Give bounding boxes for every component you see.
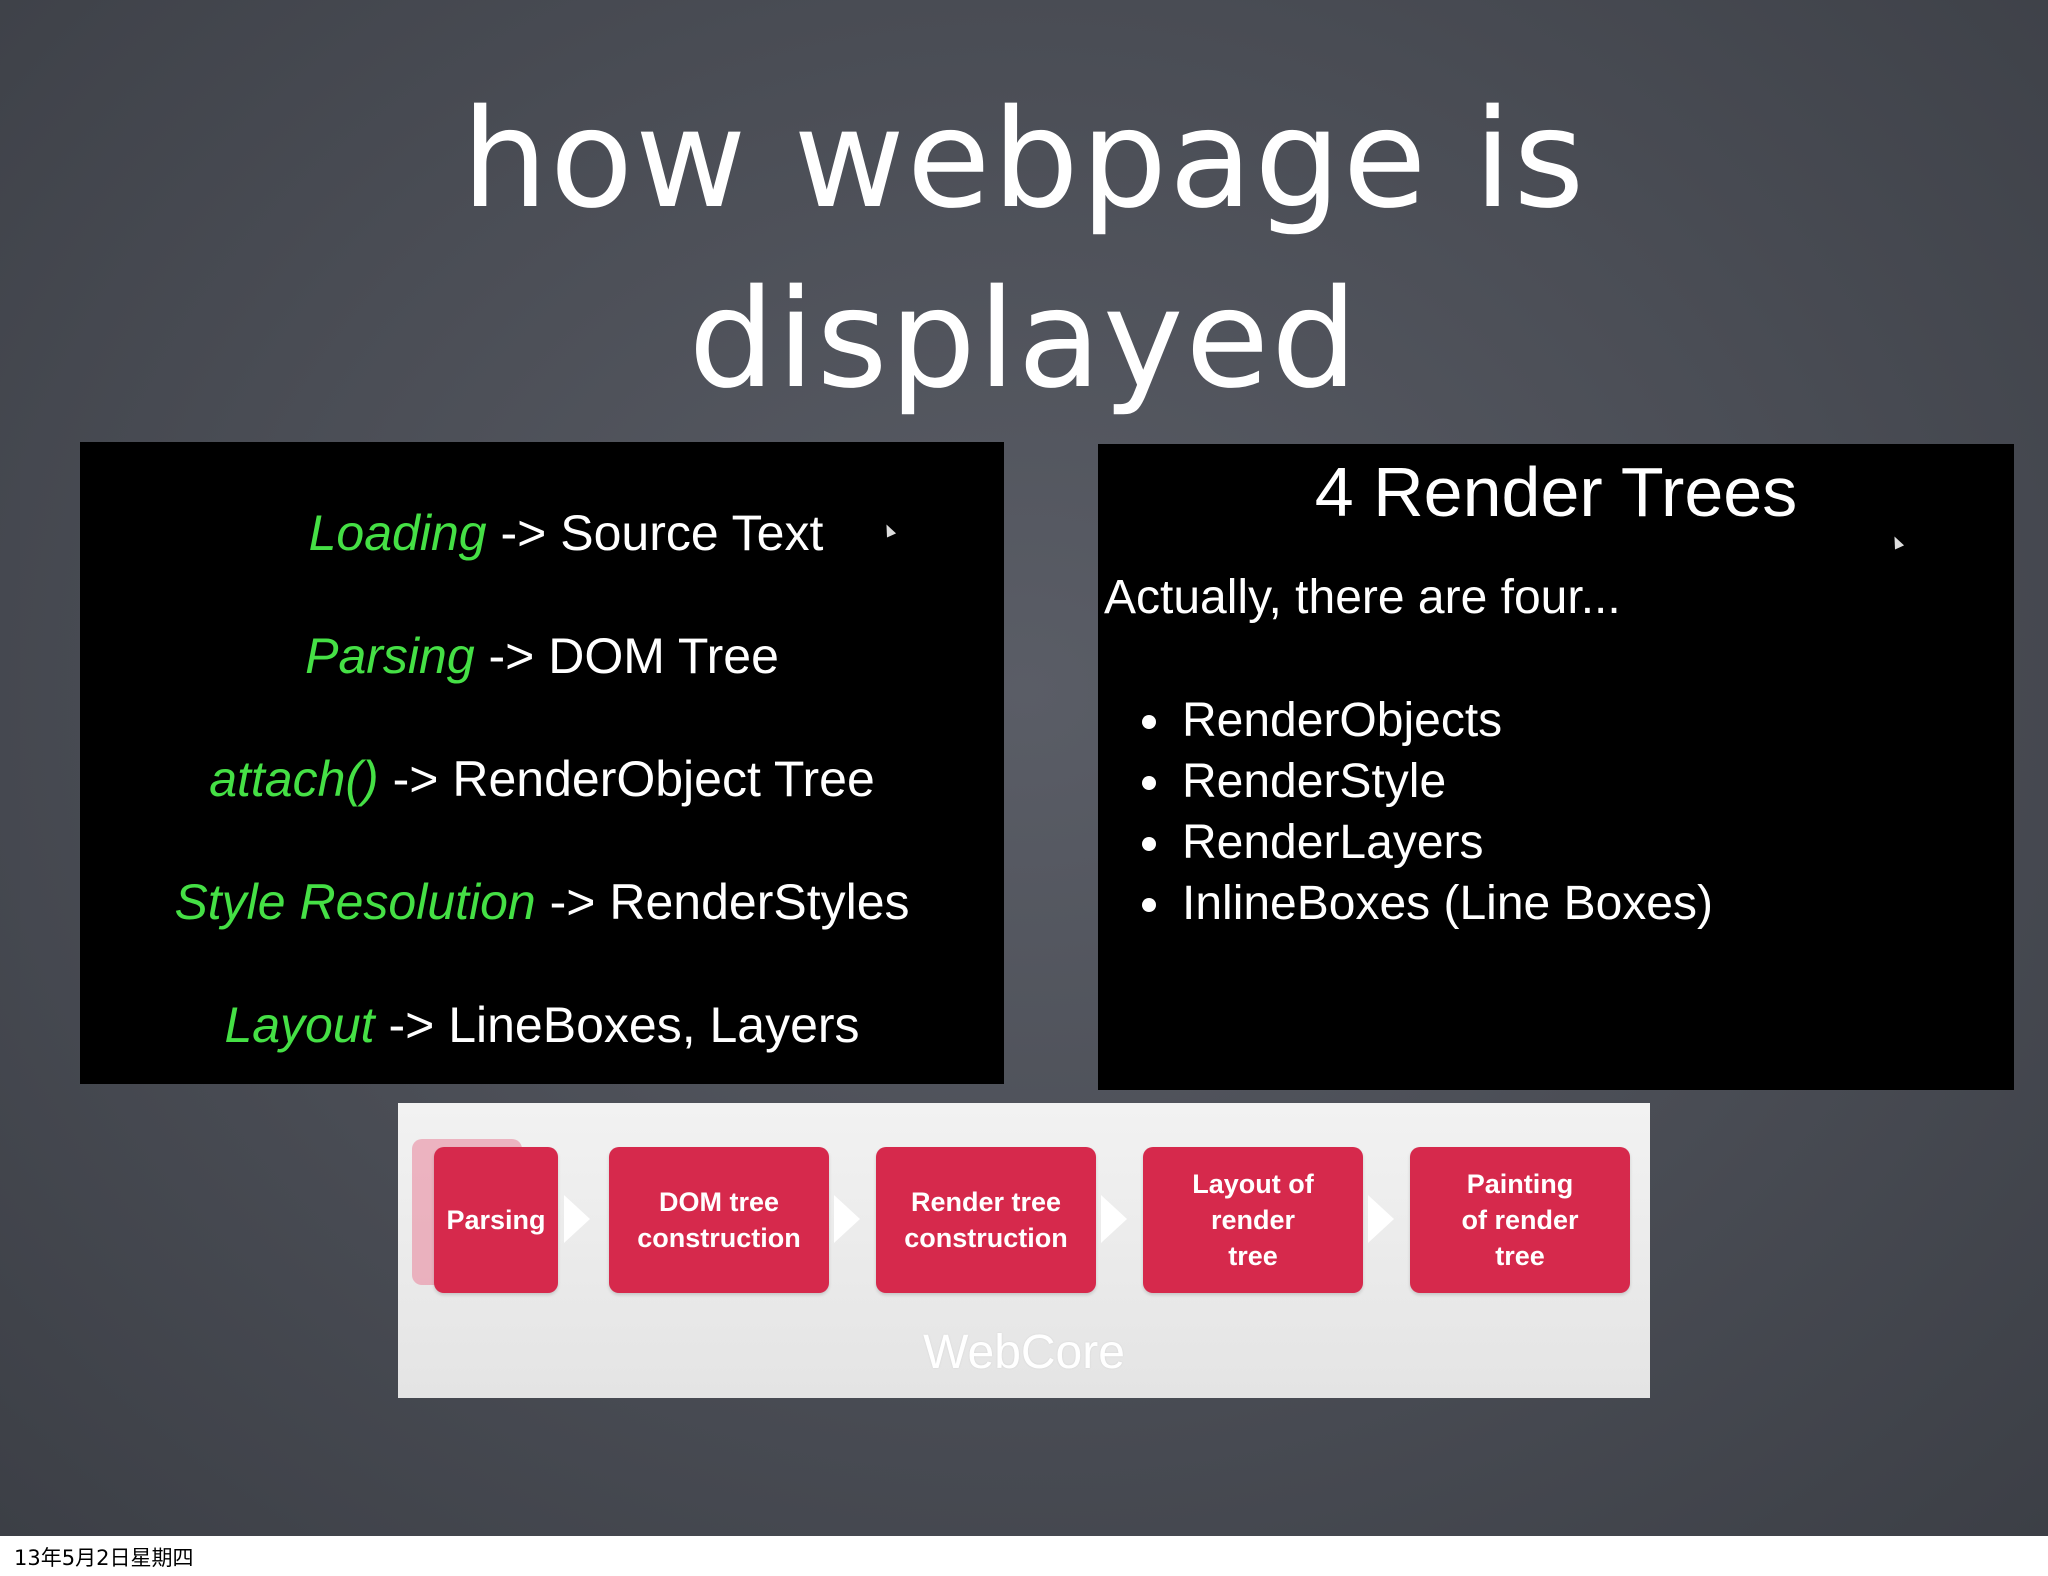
slide-title: how webpage is displayed: [461, 81, 1587, 419]
mouse-cursor-icon: [1889, 534, 1905, 550]
flow-line-attach: attach() -> RenderObject Tree: [80, 750, 1004, 808]
flow-result: RenderStyles: [609, 874, 910, 930]
flow-arrow: ->: [378, 751, 453, 807]
webcore-pipeline-diagram: Parsing DOM tree construction Render tre…: [398, 1103, 1650, 1398]
stage-dom-tree-construction: DOM tree construction: [609, 1147, 829, 1293]
stage-layout-of-render-tree: Layout of render tree: [1143, 1147, 1363, 1293]
flow-keyword: Layout: [224, 997, 375, 1053]
stage-painting-of-render-tree: Painting of render tree: [1410, 1147, 1630, 1293]
flow-arrow: ->: [535, 874, 610, 930]
flow-keyword: Style Resolution: [174, 874, 536, 930]
stage-render-tree-construction: Render tree construction: [876, 1147, 1096, 1293]
webcore-label: WebCore: [923, 1326, 1125, 1379]
list-item: RenderStyle: [1140, 751, 1713, 812]
flow-line-parsing: Parsing -> DOM Tree: [80, 627, 1004, 685]
render-trees-list: RenderObjects RenderStyle RenderLayers I…: [1140, 690, 1713, 934]
flow-result: Source Text: [560, 505, 824, 561]
flow-result: LineBoxes, Layers: [448, 997, 860, 1053]
chevron-right-icon: [834, 1195, 860, 1243]
flow-arrow: ->: [374, 997, 449, 1053]
list-item: RenderObjects: [1140, 690, 1713, 751]
flow-arrow: ->: [486, 505, 561, 561]
flow-keyword: attach(): [209, 751, 379, 807]
chevron-right-icon: [564, 1195, 590, 1243]
render-trees-intro: Actually, there are four...: [1104, 571, 1621, 624]
slide: how webpage is displayed Loading -> Sour…: [0, 0, 2048, 1536]
stage-parsing: Parsing: [434, 1147, 558, 1293]
render-trees-title: 4 Render Trees: [1314, 453, 1798, 531]
flow-result: DOM Tree: [548, 628, 779, 684]
list-item: RenderLayers: [1140, 812, 1713, 873]
flow-line-layout: Layout -> LineBoxes, Layers: [80, 996, 1004, 1054]
flow-result: RenderObject Tree: [452, 751, 875, 807]
flow-keyword: Parsing: [305, 628, 475, 684]
render-pipeline-panel: Loading -> Source Text Parsing -> DOM Tr…: [80, 442, 1004, 1084]
flow-keyword: Loading: [308, 505, 487, 561]
footer-date: 13年5月2日星期四: [14, 1546, 194, 1570]
flow-line-style-resolution: Style Resolution -> RenderStyles: [80, 873, 1004, 931]
chevron-right-icon: [1101, 1195, 1127, 1243]
render-trees-panel: 4 Render Trees Actually, there are four.…: [1098, 444, 2014, 1090]
chevron-right-icon: [1368, 1195, 1394, 1243]
flow-arrow: ->: [474, 628, 549, 684]
flow-line-loading: Loading -> Source Text: [80, 504, 1028, 562]
list-item: InlineBoxes (Line Boxes): [1140, 873, 1713, 934]
